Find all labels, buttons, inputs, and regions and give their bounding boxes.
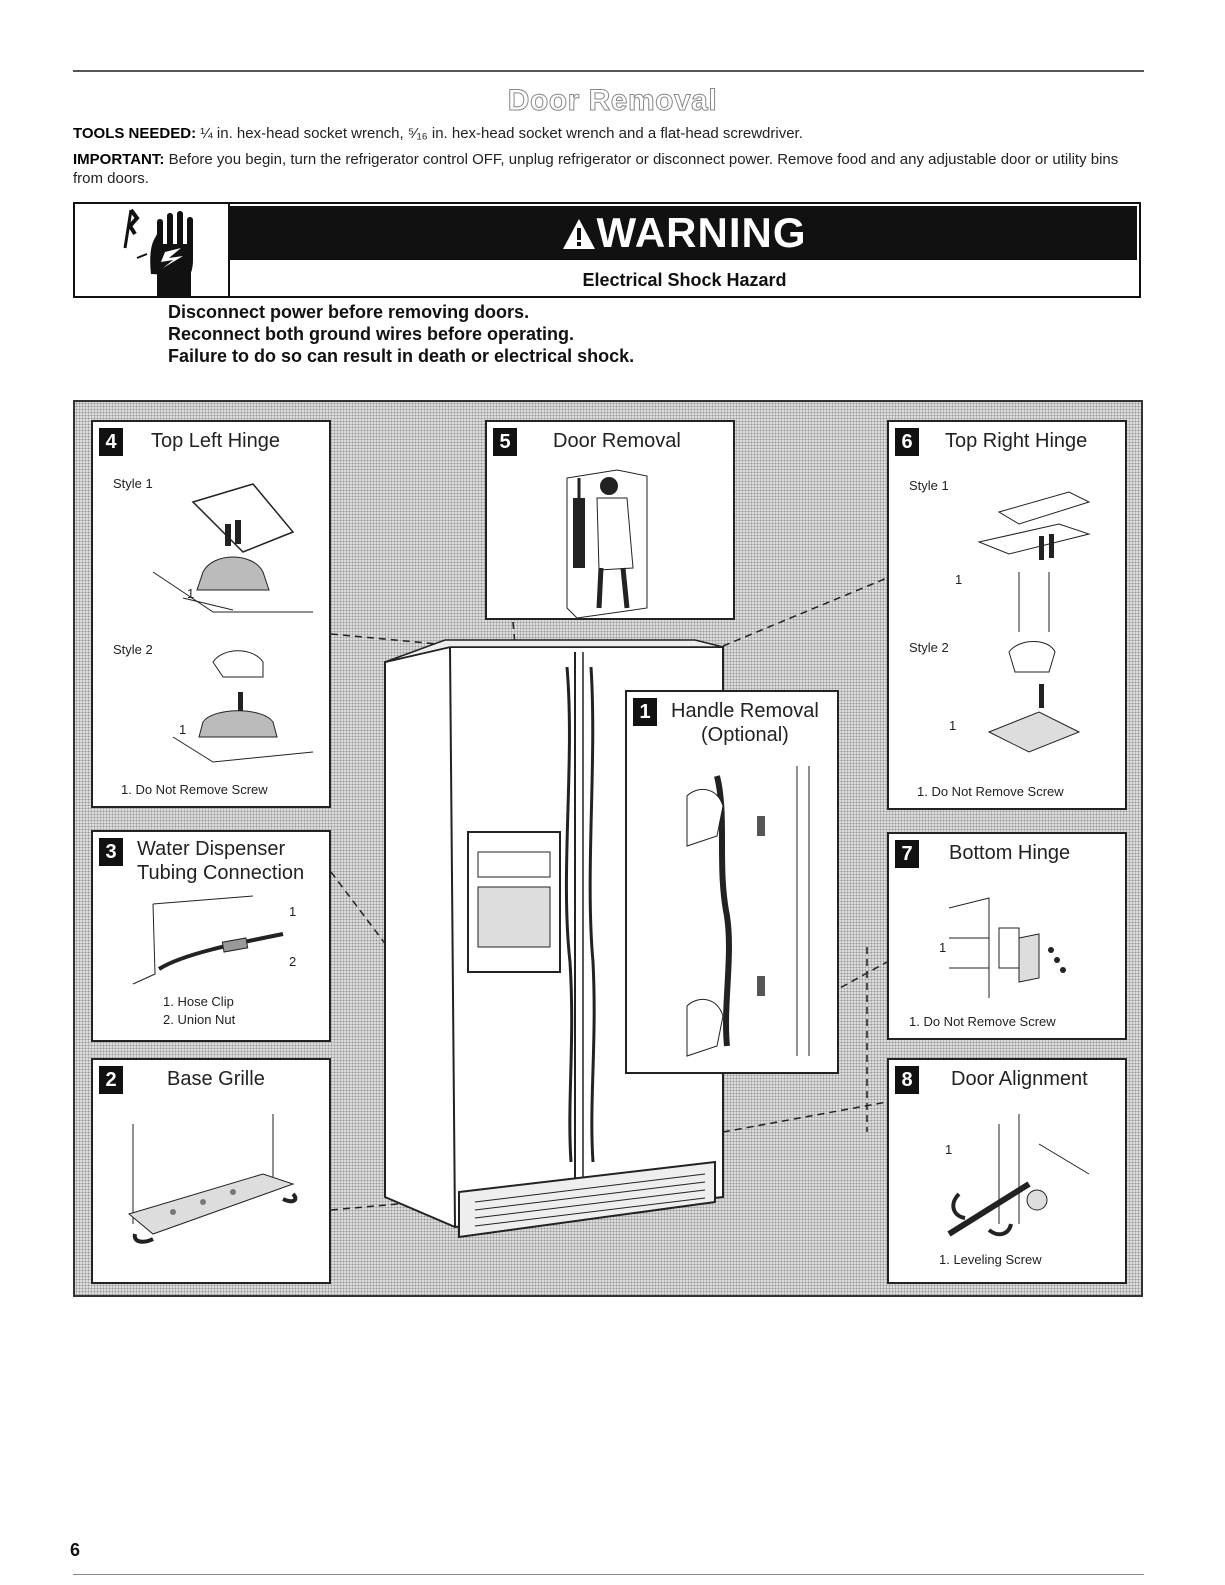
warning-box: WARNING Electrical Shock Hazard (73, 202, 1141, 298)
panel-title-bottom-hinge: Bottom Hinge (949, 842, 1071, 864)
panel-door-removal: 5 Door Removal (485, 420, 735, 620)
warning-line-1: Disconnect power before removing doors. (168, 302, 530, 322)
step-number-7: 7 (895, 840, 919, 868)
door-alignment-drawing (947, 1114, 1090, 1237)
page-number: 6 (70, 1540, 81, 1560)
style-1-label-right: Style 1 (909, 478, 949, 493)
important-text: Before you begin, turn the refrigerator … (73, 151, 1119, 187)
caption-top-left-hinge: 1. Do Not Remove Screw (121, 782, 268, 797)
warning-title: WARNING (596, 209, 807, 256)
door-removal-illustration: 4 Top Left Hinge Style 1 Style 2 1 1 1. … (73, 400, 1143, 1297)
top-right-hinge-drawing (977, 491, 1091, 753)
caption-bottom-hinge: 1. Do Not Remove Screw (909, 1014, 1056, 1029)
page-title: Door Removal (507, 84, 718, 118)
panel-bottom-hinge: 7 Bottom Hinge 1 1. Do Not Remove Screw (887, 832, 1127, 1040)
callout-1-top-right-style2: 1 (949, 718, 957, 733)
step-number-8: 8 (895, 1066, 919, 1094)
style-1-label: Style 1 (113, 476, 153, 491)
callout-1-top-left-style2: 1 (179, 722, 187, 737)
callout-1-bottom-hinge: 1 (939, 940, 947, 955)
panel-top-right-hinge: 6 Top Right Hinge Style 1 Style 2 1 1 1.… (887, 420, 1127, 810)
callout-1-door-alignment: 1 (945, 1142, 953, 1157)
top-left-hinge-drawing (152, 483, 314, 763)
panel-handle-removal: 1 Handle Removal (Optional) (625, 690, 839, 1074)
bottom-rule (73, 1574, 1144, 1575)
panel-title-door-removal: Door Removal (553, 430, 681, 452)
panel-door-alignment: 8 Door Alignment 1 1. Leveling Screw (887, 1058, 1127, 1284)
panel-title-water-dispenser-2: Tubing Connection (137, 862, 305, 884)
panel-base-grille: 2 Base Grille (91, 1058, 331, 1284)
panel-water-dispenser: 3 Water Dispenser Tubing Connection 1 2 … (91, 830, 331, 1042)
callout-1-water: 1 (289, 904, 297, 919)
step-number-5: 5 (493, 428, 517, 456)
caption-hose-clip: 1. Hose Clip (163, 994, 234, 1009)
tools-text: ¼ in. hex-head socket wrench, ⁵⁄₁₆ in. h… (200, 125, 803, 142)
warning-line-3: Failure to do so can result in death or … (168, 346, 635, 366)
panel-top-left-hinge: 4 Top Left Hinge Style 1 Style 2 1 1 1. … (91, 420, 331, 808)
panel-title-door-alignment: Door Alignment (951, 1068, 1088, 1090)
panel-title-handle-removal-2: (Optional) (701, 724, 789, 746)
panel-title-handle-removal-1: Handle Removal (671, 700, 819, 722)
panel-title-top-right-hinge: Top Right Hinge (945, 430, 1088, 452)
callout-2-water: 2 (289, 954, 297, 969)
caption-top-right-hinge: 1. Do Not Remove Screw (917, 784, 1064, 799)
callout-1-top-left: 1 (187, 586, 195, 601)
style-2-label: Style 2 (113, 642, 153, 657)
bottom-hinge-drawing (948, 897, 1066, 998)
panel-title-base-grille: Base Grille (167, 1068, 265, 1090)
style-2-label-right: Style 2 (909, 640, 949, 655)
panel-title-water-dispenser-1: Water Dispenser (137, 838, 286, 860)
water-tubing-drawing (132, 895, 284, 985)
warning-band: WARNING (230, 206, 1137, 260)
top-rule (73, 70, 1144, 72)
tools-needed: TOOLS NEEDED: ¼ in. hex-head socket wren… (73, 124, 1133, 143)
door-removal-drawing (566, 469, 648, 618)
warning-subtitle: Electrical Shock Hazard (582, 270, 787, 290)
warning-line-2: Reconnect both ground wires before opera… (168, 324, 575, 344)
caption-union-nut: 2. Union Nut (163, 1012, 236, 1027)
callout-1-top-right: 1 (955, 572, 963, 587)
base-grille-drawing (127, 1114, 298, 1244)
step-number-4: 4 (99, 428, 123, 456)
electrical-shock-hand-icon (123, 208, 193, 296)
step-number-6: 6 (895, 428, 919, 456)
step-number-2: 2 (99, 1066, 123, 1094)
caption-leveling-screw: 1. Leveling Screw (939, 1252, 1042, 1267)
warning-triangle-icon (562, 219, 595, 249)
warning-icon-cell (75, 204, 230, 296)
step-number-3: 3 (99, 838, 123, 866)
handle-removal-drawing (686, 766, 810, 1057)
panel-title-top-left-hinge: Top Left Hinge (151, 430, 280, 452)
important-note: IMPORTANT: Before you begin, turn the re… (73, 150, 1133, 188)
important-label: IMPORTANT: (73, 151, 165, 168)
tools-label: TOOLS NEEDED: (73, 125, 197, 142)
step-number-1: 1 (633, 698, 657, 726)
